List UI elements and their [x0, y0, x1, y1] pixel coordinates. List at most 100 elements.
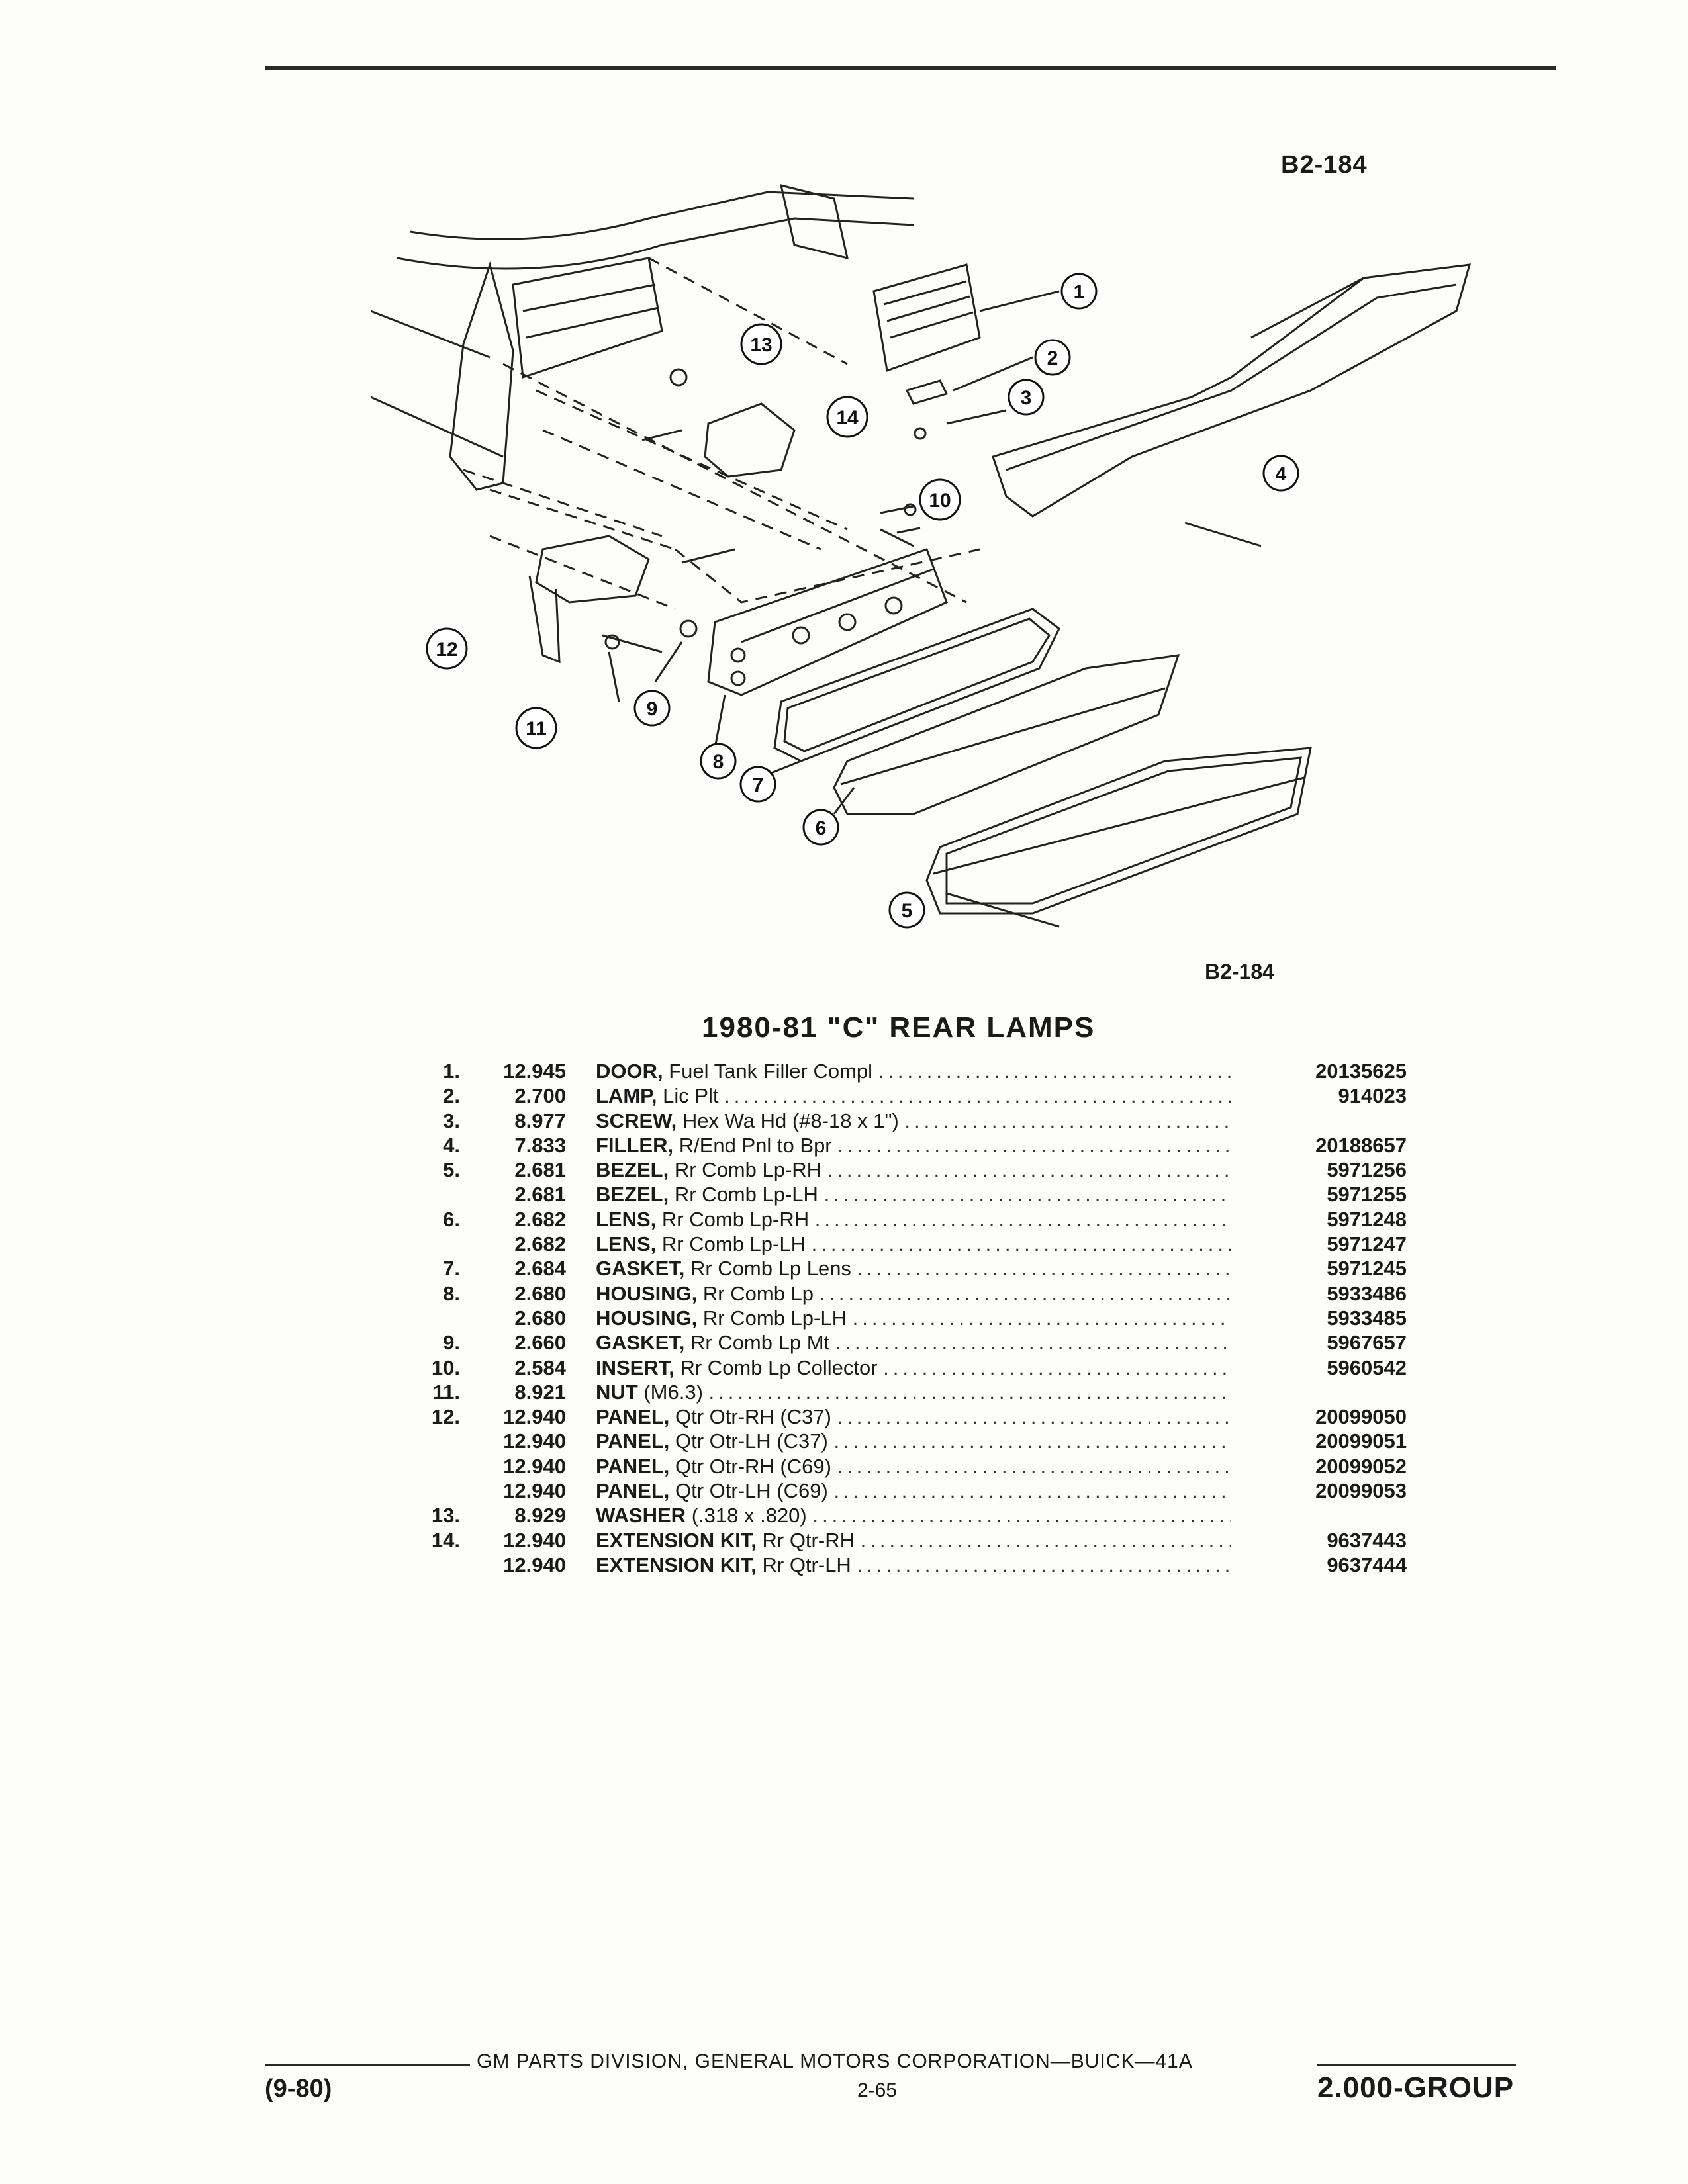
leader-dots: ........................................…	[860, 1528, 1231, 1552]
part-number: 20099051	[1315, 1430, 1407, 1453]
figure-code-top: B2-184	[1281, 151, 1368, 179]
top-rule	[265, 66, 1556, 70]
part-description: HOUSING, Rr Comb Lp ....................…	[596, 1281, 1231, 1306]
part-detail: Rr Comb Lp Mt	[690, 1331, 830, 1355]
part-detail: Rr Comb Lp Lens	[690, 1257, 851, 1281]
leader-dots: ........................................…	[837, 1133, 1231, 1157]
part-name: GASKET,	[596, 1331, 685, 1355]
group-code: 2.584	[514, 1355, 566, 1379]
group-code: 12.940	[503, 1528, 566, 1552]
part-name: BEZEL,	[596, 1158, 669, 1182]
group-code: 12.940	[503, 1479, 566, 1503]
part-description: LENS, Rr Comb Lp-LH ....................…	[596, 1232, 1231, 1256]
part-detail: Rr Comb Lp Collector	[680, 1355, 878, 1379]
part-detail: Rr Comb Lp-RH	[661, 1207, 810, 1231]
part-name: LAMP,	[596, 1084, 657, 1108]
part-detail: Qtr Otr-LH (C69)	[675, 1479, 828, 1503]
item-number: 9.	[443, 1331, 460, 1355]
group-code: 2.682	[514, 1207, 566, 1231]
group-code: 7.833	[514, 1133, 566, 1157]
item-number: 13.	[431, 1504, 460, 1527]
leader-dots: ........................................…	[857, 1553, 1231, 1576]
footer-group: 2.000-GROUP	[1317, 2071, 1515, 2104]
item-number: 14.	[431, 1528, 460, 1552]
part-number: 5971247	[1327, 1232, 1407, 1256]
part-number: 5971248	[1327, 1207, 1407, 1231]
leader-dots: ........................................…	[904, 1109, 1231, 1132]
part-detail: Qtr Otr-LH (C37)	[675, 1430, 828, 1453]
part-name: BEZEL,	[596, 1183, 669, 1206]
item-number: 2.	[443, 1084, 460, 1108]
group-code: 2.660	[514, 1331, 566, 1355]
callout-9: 9	[633, 690, 671, 727]
leader-dots: ........................................…	[835, 1331, 1231, 1355]
svg-text:14: 14	[836, 407, 859, 429]
part-name: HOUSING,	[596, 1281, 698, 1305]
callout-12: 12	[426, 627, 468, 670]
part-name: GASKET,	[596, 1257, 685, 1281]
part-detail: (.318 x .820)	[691, 1504, 807, 1527]
part-name: SCREW,	[596, 1109, 677, 1132]
part-detail: Fuel Tank Filler Compl	[669, 1060, 873, 1083]
group-code: 12.940	[503, 1405, 566, 1429]
leader-dots: ........................................…	[812, 1504, 1231, 1527]
svg-text:3: 3	[1021, 387, 1032, 409]
svg-text:7: 7	[753, 774, 764, 796]
group-code: 2.680	[514, 1281, 566, 1305]
svg-text:1: 1	[1074, 281, 1085, 303]
part-description: GASKET, Rr Comb Lp Lens ................…	[596, 1256, 1231, 1281]
part-description: INSERT, Rr Comb Lp Collector ...........…	[596, 1355, 1231, 1380]
callout-14: 14	[826, 396, 868, 438]
part-detail: Rr Comb Lp-LH	[661, 1232, 806, 1256]
callout-3: 3	[1008, 379, 1045, 416]
part-number: 5971256	[1327, 1158, 1407, 1182]
part-detail: Rr Comb Lp-LH	[674, 1183, 818, 1206]
part-detail: Lic Plt	[663, 1084, 719, 1108]
svg-text:8: 8	[713, 751, 724, 773]
footer-rule-left	[265, 2064, 470, 2066]
callout-2: 2	[1034, 339, 1071, 376]
diagram-linework	[371, 183, 1472, 928]
part-description: FILLER, R/End Pnl to Bpr ...............…	[596, 1133, 1231, 1158]
leader-dots: ........................................…	[827, 1158, 1231, 1182]
part-description: PANEL, Qtr Otr-RH (C37) ................…	[596, 1404, 1231, 1429]
part-name: FILLER,	[596, 1133, 674, 1157]
part-detail: Rr Comb Lp-RH	[674, 1158, 822, 1182]
part-number: 5971255	[1327, 1183, 1407, 1206]
leader-dots: ........................................…	[819, 1281, 1231, 1305]
parts-row: 9. 2.660 GASKET, Rr Comb Lp Mt ...........…	[407, 1330, 1407, 1355]
svg-text:12: 12	[436, 639, 457, 660]
part-number: 9637443	[1327, 1528, 1407, 1552]
group-code: 2.680	[514, 1306, 566, 1330]
callout-10: 10	[919, 478, 961, 521]
part-detail: (M6.3)	[643, 1380, 703, 1404]
part-name: NUT	[596, 1380, 638, 1404]
svg-text:4: 4	[1276, 463, 1287, 485]
callout-11: 11	[515, 707, 557, 749]
item-number: 1.	[443, 1060, 460, 1083]
part-name: PANEL,	[596, 1405, 670, 1429]
group-code: 2.681	[514, 1183, 566, 1206]
part-description: BEZEL, Rr Comb Lp-RH ...................…	[596, 1158, 1231, 1182]
part-number: 5960542	[1327, 1355, 1407, 1379]
part-description: BEZEL, Rr Comb Lp-LH ...................…	[596, 1182, 1231, 1206]
part-description: EXTENSION KIT, Rr Qtr-LH ...............…	[596, 1553, 1231, 1577]
part-name: INSERT,	[596, 1355, 675, 1379]
group-code: 2.682	[514, 1232, 566, 1256]
group-code: 12.940	[503, 1454, 566, 1478]
group-code: 12.940	[503, 1553, 566, 1576]
part-number: 5933485	[1327, 1306, 1407, 1330]
part-description: LAMP, Lic Plt ..........................…	[596, 1083, 1231, 1108]
part-name: PANEL,	[596, 1479, 670, 1503]
part-detail: Qtr Otr-RH (C69)	[675, 1454, 831, 1478]
figure-code-bottom: B2-184	[1205, 960, 1274, 983]
part-detail: R/End Pnl to Bpr	[679, 1133, 832, 1157]
part-detail: Rr Qtr-RH	[762, 1528, 855, 1552]
